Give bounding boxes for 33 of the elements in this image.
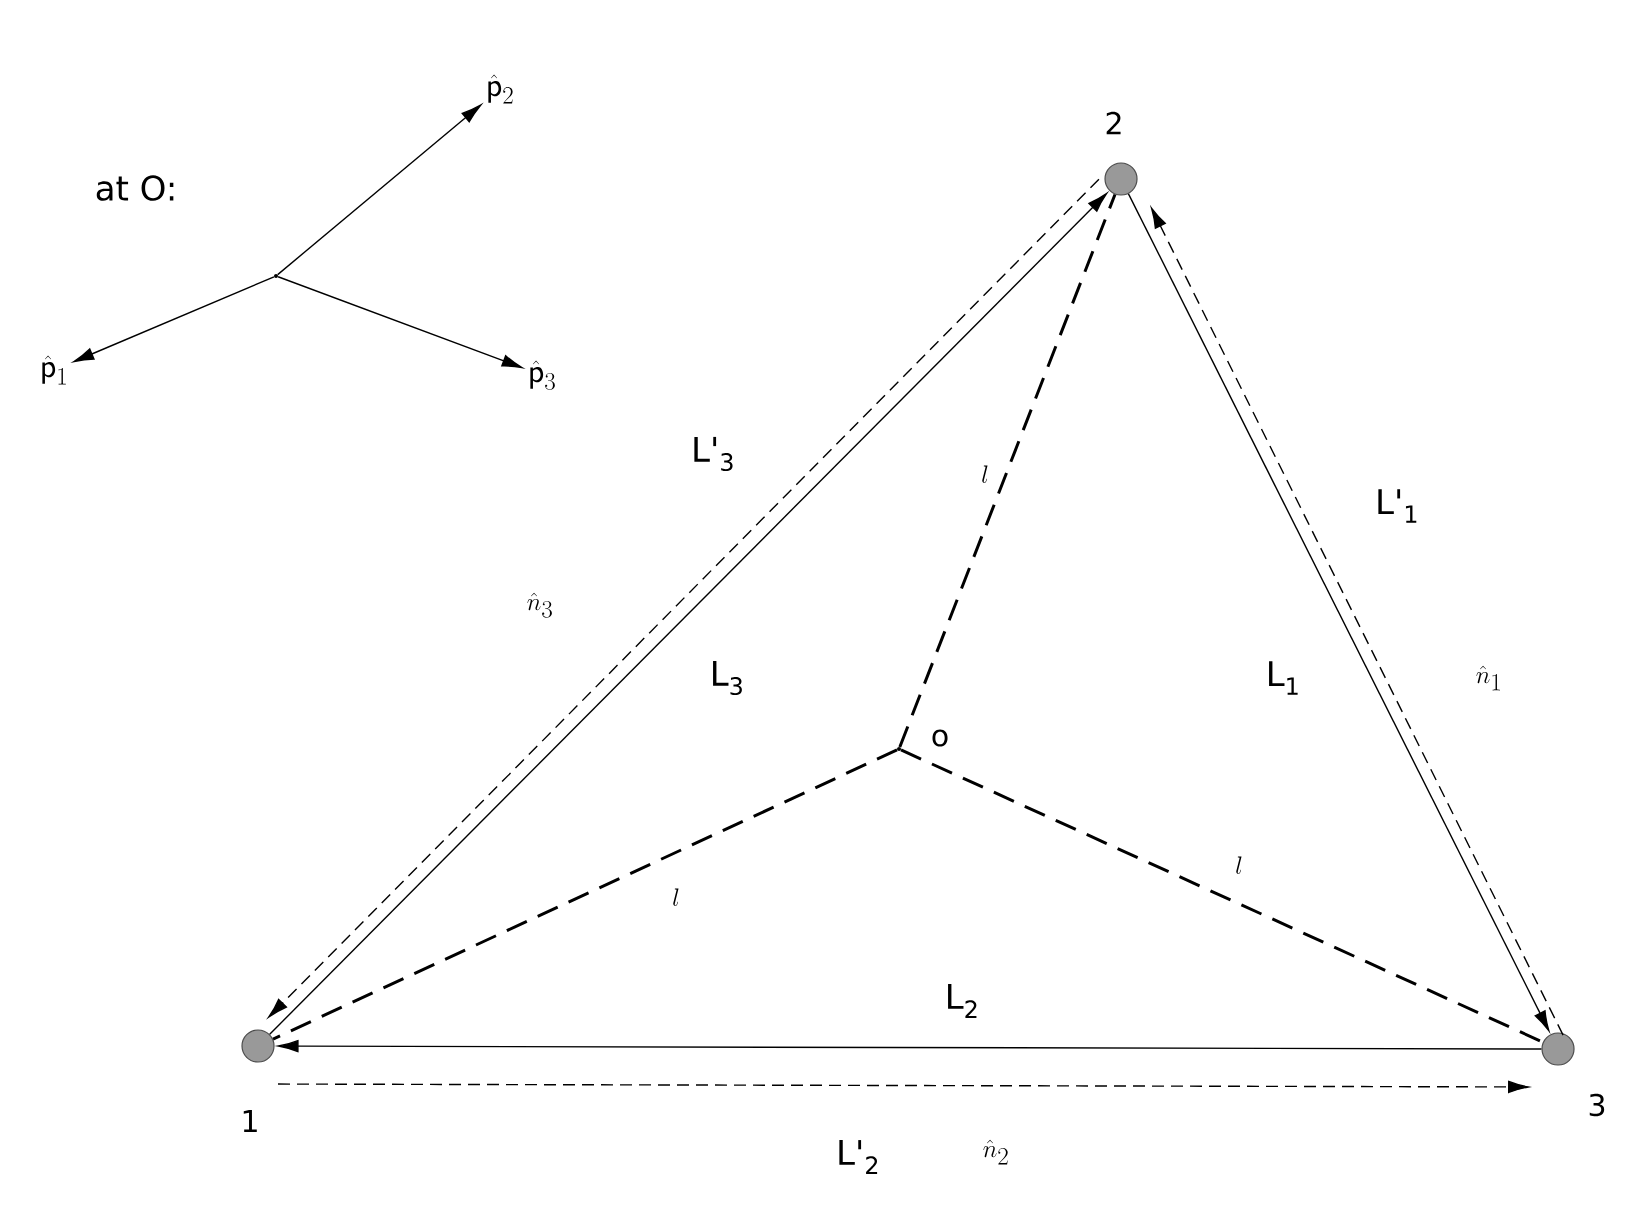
node-number: 2 [1106, 111, 1121, 135]
vector-label: $\hat{\mathsf{p}}_3$ [530, 360, 555, 390]
dashed-line [900, 748, 1544, 1044]
vector-label: $\hat{\mathsf{p}}_2$ [488, 74, 513, 104]
vector-label: $\hat{n}_3$ [527, 592, 552, 618]
edge-label: L$_{1}$ [1269, 661, 1298, 695]
edge-label: $l$ [1236, 856, 1242, 874]
edge-label: $l$ [982, 465, 988, 483]
vertex-point [897, 747, 901, 751]
edge-label: L'$_{1}$ [1378, 489, 1417, 523]
edge-label: L'$_{3}$ [694, 436, 733, 472]
arrow [277, 1039, 1543, 1053]
vector-label: $\hat{\mathsf{p}}_1$ [42, 355, 66, 385]
spacecraft-dot [1104, 162, 1138, 196]
node-number: 3 [1589, 1093, 1605, 1117]
arrow [277, 104, 482, 276]
node-number: 1 [243, 1110, 257, 1132]
arrow [73, 276, 275, 363]
dashed-line [898, 193, 1117, 748]
vector-label: $\hat{n}_2$ [983, 1139, 1008, 1165]
node-number: o [932, 729, 948, 747]
edge-label: L$_{3}$ [713, 660, 742, 696]
dashed-line [272, 748, 898, 1041]
vertex-point [274, 274, 278, 278]
spacecraft-dot [241, 1029, 275, 1063]
edge-label: $l$ [673, 888, 679, 906]
arrow [277, 276, 523, 369]
spacecraft-dot [1541, 1032, 1575, 1066]
arrow [277, 1080, 1529, 1094]
edge-label: L$_{2}$ [948, 984, 977, 1018]
vector-label: $\hat{n}_1$ [1476, 665, 1500, 691]
edge-label: L'$_{2}$ [839, 1140, 878, 1174]
caption-text: at O: [96, 175, 174, 201]
